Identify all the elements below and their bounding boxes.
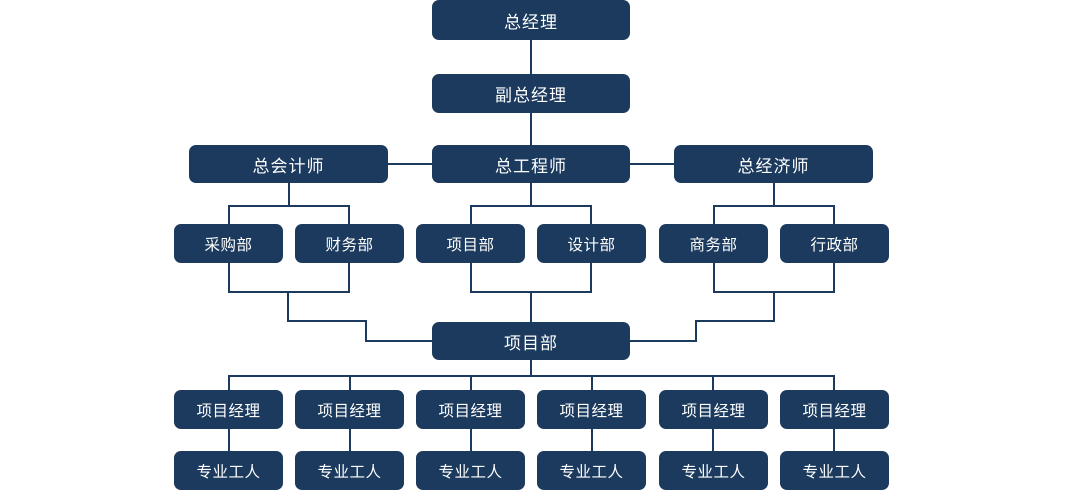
connector-pm4-to-worker4: [591, 429, 593, 451]
connector-pm4-drop: [591, 375, 593, 390]
connector-right-into-project-box: [628, 340, 697, 342]
node-department-admin[interactable]: 行政部: [780, 224, 889, 263]
node-project-department[interactable]: 项目部: [432, 322, 630, 360]
connector-engineer-bus: [470, 205, 592, 207]
node-chief-economist[interactable]: 总经济师: [674, 145, 873, 183]
connector-gm-to-dgm: [530, 40, 532, 74]
node-worker-6[interactable]: 专业工人: [780, 451, 889, 490]
node-department-finance[interactable]: 财务部: [295, 224, 404, 263]
connector-pm2-drop: [349, 375, 351, 390]
node-project-manager-2[interactable]: 项目经理: [295, 390, 404, 429]
connector-pm5-to-worker5: [712, 429, 714, 451]
connector-right-group-to-center: [695, 320, 775, 322]
node-worker-3[interactable]: 专业工人: [416, 451, 525, 490]
connector-economist-bus: [713, 205, 835, 207]
connector-engineer-stem: [530, 183, 532, 205]
connector-pm6-drop: [833, 375, 835, 390]
connector-admin-down: [833, 263, 835, 291]
node-department-purchasing[interactable]: 采购部: [174, 224, 283, 263]
connector-finance-down: [348, 263, 350, 291]
connector-left-group-to-center: [287, 320, 367, 322]
connector-right-group-into-project: [695, 320, 697, 341]
connector-finance-drop: [348, 205, 350, 224]
connector-economist-stem: [773, 183, 775, 205]
connector-pm1-to-worker1: [228, 429, 230, 451]
node-project-manager-3[interactable]: 项目经理: [416, 390, 525, 429]
connector-design-drop: [590, 205, 592, 224]
connector-pm5-drop: [712, 375, 714, 390]
connector-pm2-to-worker2: [349, 429, 351, 451]
connector-commerce-down: [713, 263, 715, 291]
connector-pm6-to-worker6: [833, 429, 835, 451]
connector-chiefs-horizontal-left: [388, 163, 432, 165]
node-project-manager-1[interactable]: 项目经理: [174, 390, 283, 429]
connector-left-group-into-project: [365, 320, 367, 341]
connector-left-into-project-box: [365, 340, 434, 342]
node-deputy-general-manager[interactable]: 副总经理: [432, 74, 630, 113]
node-chief-accountant[interactable]: 总会计师: [189, 145, 388, 183]
connector-projectdept-down: [470, 263, 472, 291]
connector-pm3-to-worker3: [470, 429, 472, 451]
node-project-manager-4[interactable]: 项目经理: [537, 390, 646, 429]
node-project-manager-5[interactable]: 项目经理: [659, 390, 768, 429]
node-project-manager-6[interactable]: 项目经理: [780, 390, 889, 429]
node-chief-engineer[interactable]: 总工程师: [432, 145, 630, 183]
connector-right-group-drop: [773, 291, 775, 321]
node-worker-4[interactable]: 专业工人: [537, 451, 646, 490]
connector-left-group-drop: [287, 291, 289, 321]
connector-accountant-stem: [288, 183, 290, 205]
node-worker-2[interactable]: 专业工人: [295, 451, 404, 490]
node-general-manager[interactable]: 总经理: [432, 0, 630, 40]
connector-center-group-drop: [530, 291, 532, 322]
connector-chiefs-horizontal-right: [630, 163, 674, 165]
node-worker-1[interactable]: 专业工人: [174, 451, 283, 490]
connector-dgm-to-chiefs: [530, 113, 532, 145]
connector-project-dept-drop: [470, 205, 472, 224]
node-department-commerce[interactable]: 商务部: [659, 224, 768, 263]
connector-purchasing-drop: [228, 205, 230, 224]
connector-left-group-merge: [228, 291, 350, 293]
connector-project-to-pm-stem: [530, 360, 532, 376]
connector-accountant-bus: [228, 205, 350, 207]
node-department-project[interactable]: 项目部: [416, 224, 525, 263]
connector-pm3-drop: [470, 375, 472, 390]
node-department-design[interactable]: 设计部: [537, 224, 646, 263]
connector-purchasing-down: [228, 263, 230, 291]
node-worker-5[interactable]: 专业工人: [659, 451, 768, 490]
connector-design-down: [590, 263, 592, 291]
connector-pm1-drop: [228, 375, 230, 390]
connector-pm-bus: [228, 375, 835, 377]
connector-admin-drop: [833, 205, 835, 224]
connector-commerce-drop: [713, 205, 715, 224]
